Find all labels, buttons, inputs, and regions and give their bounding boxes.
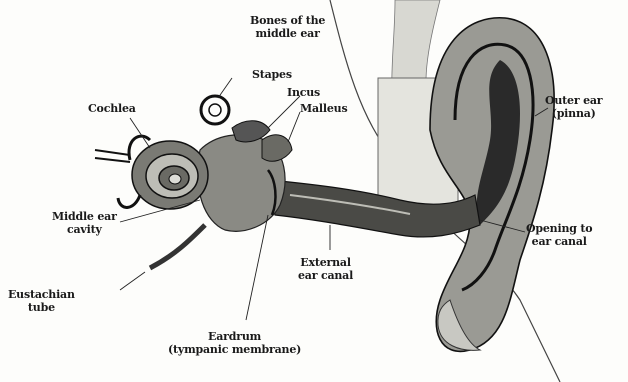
label-incus: Incus [287,86,320,99]
label-bones-of-middle-ear: Bones of the middle ear [250,14,325,40]
label-cochlea: Cochlea [88,102,136,115]
malleus-shape [262,135,292,161]
label-stapes: Stapes [252,68,292,81]
label-middle-ear-cavity: Middle ear cavity [52,210,117,236]
cochlea-shape [132,141,208,209]
eustachian-tube [150,225,205,268]
label-outer-ear: Outer ear (pinna) [545,94,602,120]
nerve-strands [95,150,130,162]
label-eardrum: Eardrum (tympanic membrane) [168,330,301,356]
label-external-ear-canal: External ear canal [298,256,353,282]
label-malleus: Malleus [300,102,347,115]
label-opening-to-ear-canal: Opening to ear canal [526,222,592,248]
stapes-shape [201,96,229,124]
label-eustachian-tube: Eustachian tube [8,288,75,314]
